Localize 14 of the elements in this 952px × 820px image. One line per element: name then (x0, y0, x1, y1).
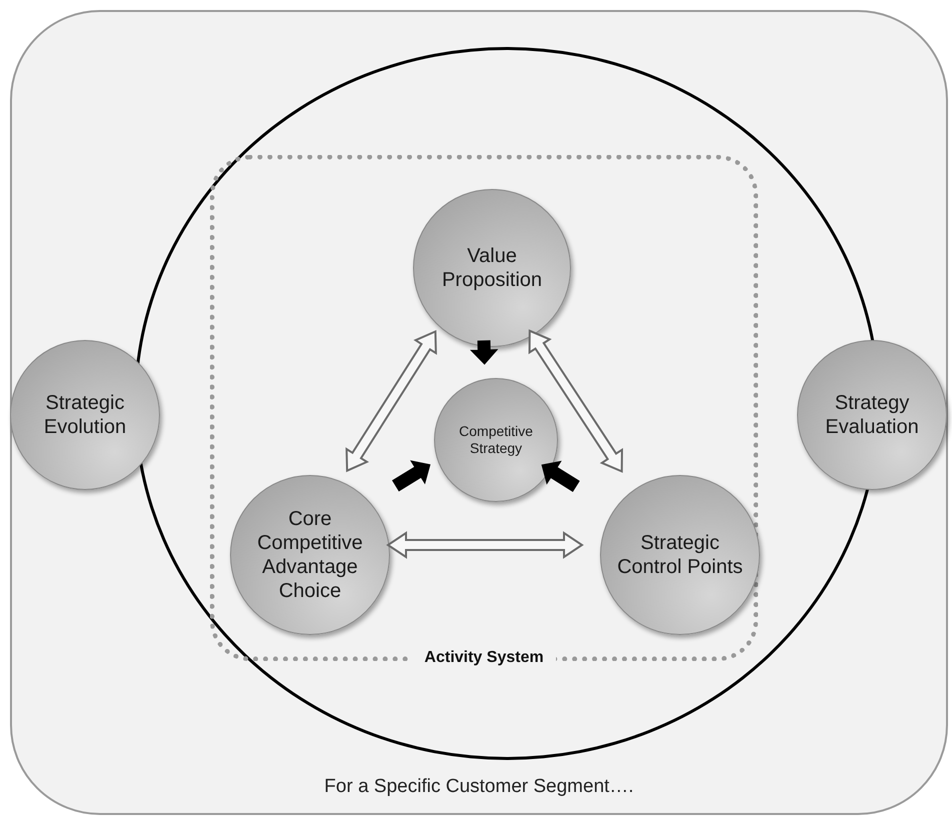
node-label: Competitive Strategy (458, 423, 534, 457)
node-label: Core Competitive Advantage Choice (256, 507, 364, 603)
caption-text: For a Specific Customer Segment…. (324, 774, 634, 798)
block-arrow (392, 460, 431, 492)
double-arrow (386, 531, 584, 559)
block-arrow (470, 340, 498, 365)
block-arrow (541, 460, 580, 492)
rounded-panel (10, 10, 948, 815)
node-label: Value Proposition (440, 244, 544, 292)
node-label: Strategic Control Points (616, 531, 744, 579)
node-label: Strategic Evolution (42, 391, 128, 439)
node-label: Strategy Evaluation (824, 391, 920, 439)
double-arrow (528, 329, 624, 473)
double-arrow (346, 330, 437, 472)
